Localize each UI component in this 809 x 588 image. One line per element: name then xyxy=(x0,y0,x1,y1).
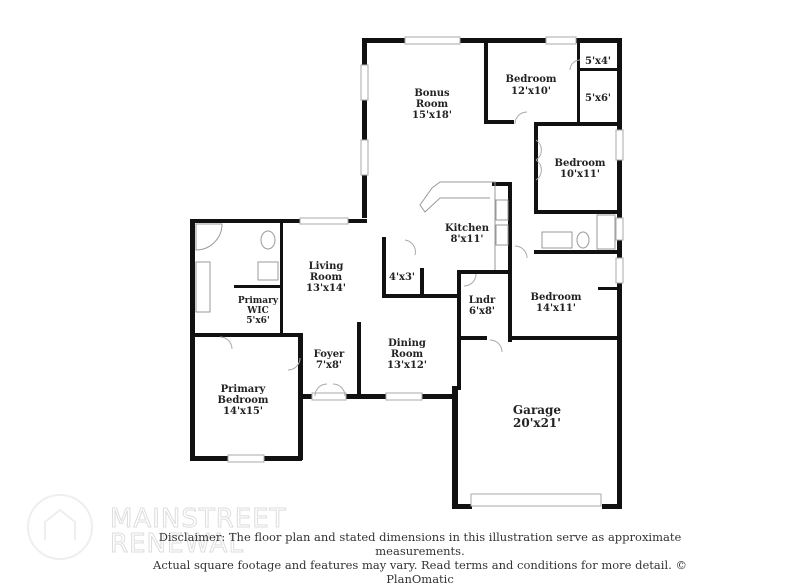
svg-text:WIC: WIC xyxy=(246,306,268,316)
svg-text:Bedroom: Bedroom xyxy=(506,74,557,85)
disclaimer-line-2: Actual square footage and features may v… xyxy=(153,558,687,586)
svg-text:5'x6': 5'x6' xyxy=(585,93,611,104)
room-living: Living Room 13'x14' xyxy=(306,261,346,294)
svg-text:Bedroom: Bedroom xyxy=(555,158,606,169)
svg-text:20'x21': 20'x21' xyxy=(513,416,561,430)
svg-text:Garage: Garage xyxy=(513,403,562,417)
room-foyer: Foyer 7'x8' xyxy=(314,349,345,371)
svg-text:Primary: Primary xyxy=(221,384,267,395)
disclaimer: Disclaimer: The floor plan and stated di… xyxy=(130,530,710,586)
room-pantry: 4'x3' xyxy=(389,272,415,283)
svg-text:10'x11': 10'x11' xyxy=(560,169,600,180)
room-closet-5x6: 5'x6' xyxy=(585,93,611,104)
svg-text:Kitchen: Kitchen xyxy=(445,223,490,234)
svg-text:15'x18': 15'x18' xyxy=(412,110,452,121)
room-primary-bedroom: Primary Bedroom 14'x15' xyxy=(218,384,269,417)
svg-text:5'x6': 5'x6' xyxy=(246,316,269,326)
svg-text:7'x8': 7'x8' xyxy=(316,360,342,371)
disclaimer-line-1: Disclaimer: The floor plan and stated di… xyxy=(158,530,682,558)
room-bonus: Bonus Room 15'x18' xyxy=(412,88,452,121)
svg-text:Bedroom: Bedroom xyxy=(218,395,269,406)
svg-text:Room: Room xyxy=(310,272,343,283)
svg-text:Dining: Dining xyxy=(388,338,426,349)
doors xyxy=(219,59,581,397)
room-bedroom-2: Bedroom 10'x11' xyxy=(555,158,606,180)
room-bedroom-1: Bedroom 12'x10' xyxy=(506,74,557,97)
svg-text:Room: Room xyxy=(416,99,449,110)
svg-text:Living: Living xyxy=(309,261,344,272)
svg-text:4'x3': 4'x3' xyxy=(389,272,415,283)
watermark-text-line1: MAINSTREET xyxy=(110,504,287,534)
room-dining: Dining Room 13'x12' xyxy=(387,338,427,371)
room-laundry: Lndr 6'x8' xyxy=(469,295,496,317)
svg-text:Bedroom: Bedroom xyxy=(531,292,582,303)
svg-text:13'x12': 13'x12' xyxy=(387,360,427,371)
svg-text:Lndr: Lndr xyxy=(469,295,496,306)
svg-text:14'x11': 14'x11' xyxy=(536,303,576,314)
watermark-logo-icon xyxy=(27,494,93,560)
svg-text:Foyer: Foyer xyxy=(314,349,345,360)
svg-text:13'x14': 13'x14' xyxy=(306,283,346,294)
svg-text:Primary: Primary xyxy=(238,296,279,306)
watermark-text-line2: RENEWAL xyxy=(110,529,244,559)
room-bedroom-3: Bedroom 14'x11' xyxy=(531,292,582,314)
svg-text:5'x4': 5'x4' xyxy=(585,56,611,67)
svg-text:6'x8': 6'x8' xyxy=(469,306,495,317)
svg-text:Room: Room xyxy=(391,349,424,360)
room-closet-5x4: 5'x4' xyxy=(585,56,611,67)
windows xyxy=(227,36,624,507)
room-kitchen: Kitchen 8'x11' xyxy=(445,223,490,245)
svg-text:8'x11': 8'x11' xyxy=(451,234,484,245)
room-primary-wic: Primary WIC 5'x6' xyxy=(238,296,279,326)
svg-text:14'x15': 14'x15' xyxy=(223,406,263,417)
svg-text:12'x10': 12'x10' xyxy=(511,86,551,97)
fixtures xyxy=(195,181,616,313)
room-garage: Garage 20'x21' xyxy=(513,403,562,430)
svg-text:Bonus: Bonus xyxy=(414,88,450,99)
